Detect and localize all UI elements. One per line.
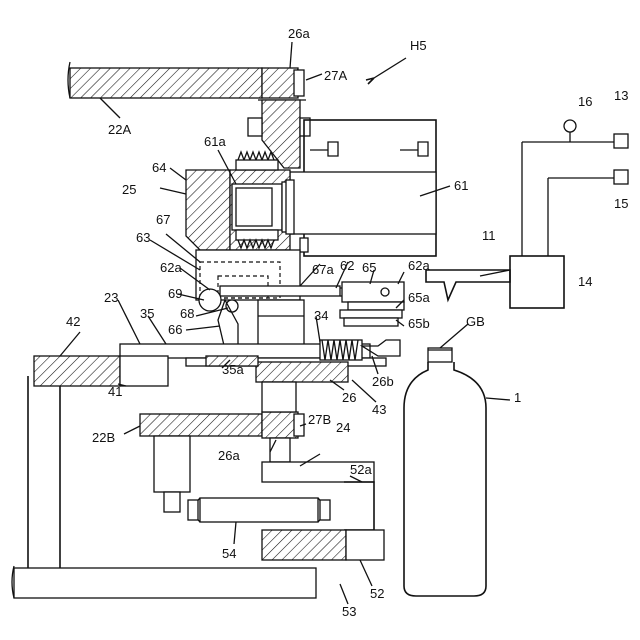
label-26b: 26b	[372, 374, 394, 389]
label-13: 13	[614, 88, 628, 103]
nozzle-11	[426, 270, 510, 300]
label-65: 65	[362, 260, 376, 275]
label-11: 11	[482, 228, 496, 243]
upper-frame-22a	[68, 62, 262, 98]
label-41: 41	[108, 384, 122, 399]
label-43: 43	[372, 402, 386, 417]
label-22a: 22A	[108, 122, 131, 137]
spring-43	[320, 340, 400, 360]
valve-65	[340, 282, 404, 326]
base-52	[262, 530, 384, 560]
label-26a-top: 26a	[288, 26, 310, 41]
arrow-h5-head	[366, 78, 374, 84]
label-65b: 65b	[408, 316, 430, 331]
label-65a: 65a	[408, 290, 430, 305]
label-42: 42	[66, 314, 80, 329]
label-67a: 67a	[312, 262, 334, 277]
label-14: 14	[578, 274, 592, 289]
label-68: 68	[180, 306, 194, 321]
label-52a: 52a	[350, 462, 372, 477]
label-h5: H5	[410, 38, 427, 53]
central-column	[258, 300, 304, 348]
label-69: 69	[168, 286, 182, 301]
spring-upper	[236, 152, 278, 170]
label-24: 24	[336, 420, 350, 435]
label-15: 15	[614, 196, 628, 211]
label-23: 23	[104, 290, 118, 305]
label-63: 63	[136, 230, 150, 245]
label-22b: 22B	[92, 430, 115, 445]
label-62a-right: 62a	[408, 258, 430, 273]
label-66: 66	[168, 322, 182, 337]
controller-14	[510, 120, 628, 308]
bottle-1	[404, 348, 486, 596]
label-gb: GB	[466, 314, 485, 329]
label-67: 67	[156, 212, 170, 227]
label-62: 62	[340, 258, 354, 273]
label-27a: 27A	[324, 68, 347, 83]
label-64: 64	[152, 160, 166, 175]
label-61: 61	[454, 178, 468, 193]
label-62a-left: 62a	[160, 260, 182, 275]
label-27b: 27B	[308, 412, 331, 427]
label-35a: 35a	[222, 362, 244, 377]
label-52: 52	[370, 586, 384, 601]
label-16: 16	[578, 94, 592, 109]
label-35: 35	[140, 306, 154, 321]
label-25: 25	[122, 182, 136, 197]
label-26a-bottom: 26a	[218, 448, 240, 463]
label-53: 53	[342, 604, 356, 619]
label-54: 54	[222, 546, 236, 561]
arm-42	[28, 356, 168, 574]
label-34: 34	[314, 308, 328, 323]
label-61a: 61a	[204, 134, 226, 149]
drive-unit-61	[290, 120, 436, 256]
roller-54	[188, 498, 330, 522]
upper-bearing-27a	[258, 68, 306, 100]
label-1: 1	[514, 390, 521, 405]
label-26: 26	[342, 390, 356, 405]
floor-base	[12, 566, 316, 598]
